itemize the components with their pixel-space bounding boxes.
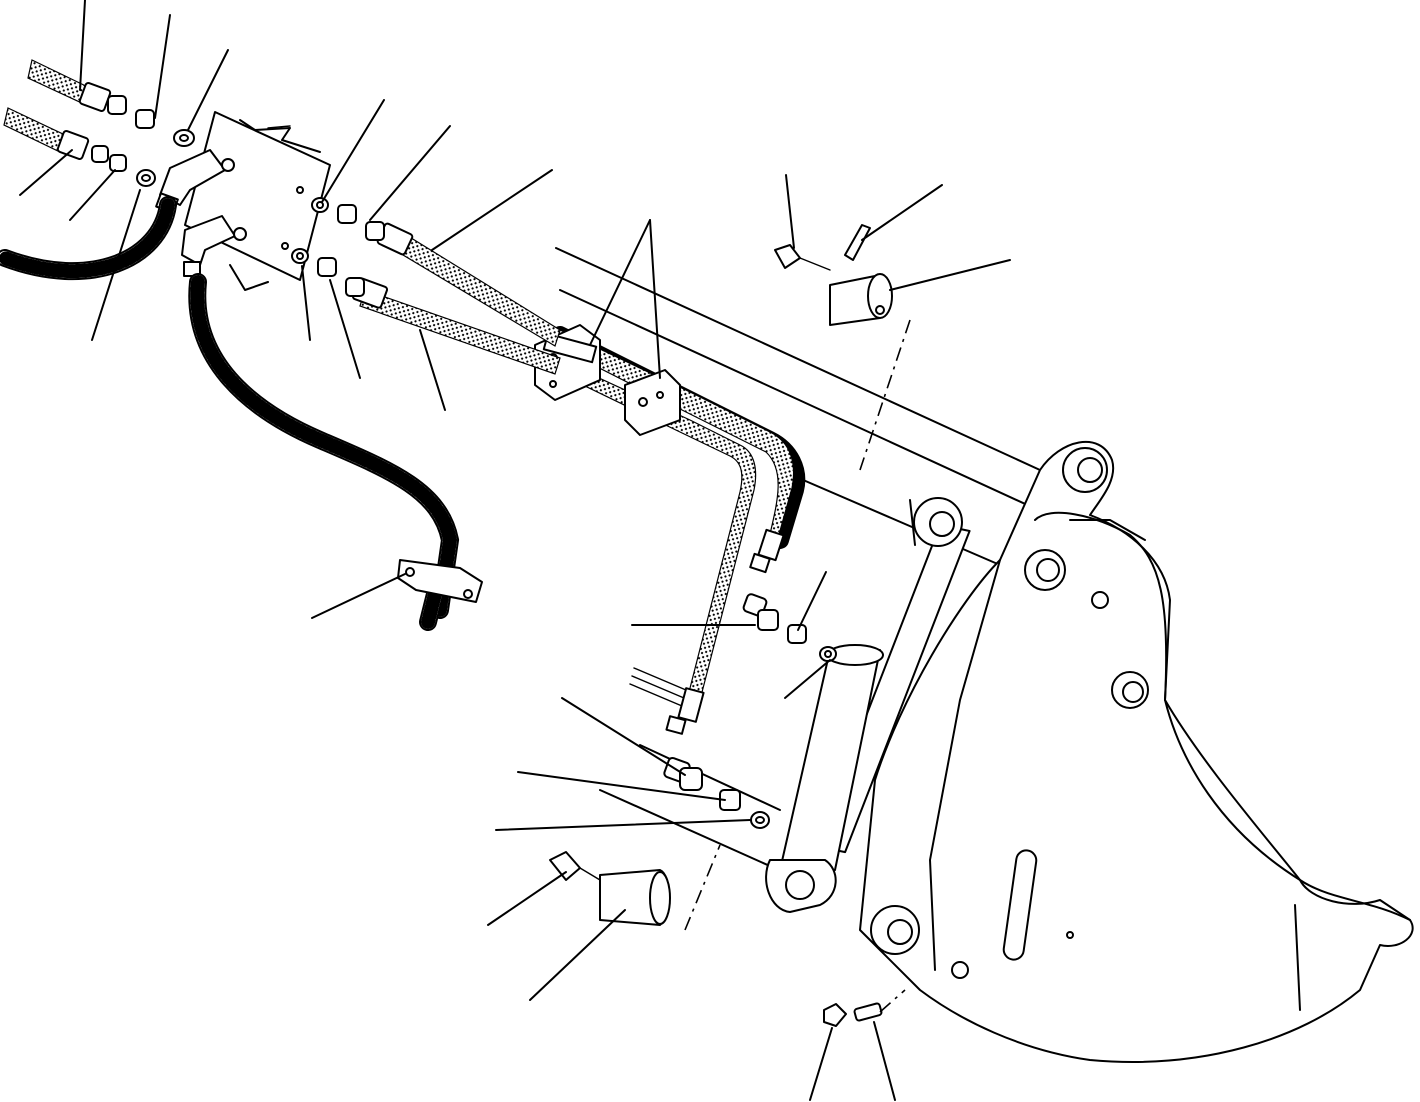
coiled-hose-left — [0, 196, 177, 281]
fittings-mid — [291, 197, 385, 297]
boom-frame-lines — [555, 247, 1061, 876]
pipe-clamp-2 — [624, 369, 681, 436]
bottom-bolt-assembly — [823, 989, 906, 1027]
hose-clamp-bracket — [397, 559, 483, 603]
upper-pin-assembly — [774, 224, 911, 471]
upper-hoses — [351, 222, 561, 375]
coiled-hose-long — [188, 273, 460, 631]
fittings-top-left — [91, 95, 195, 187]
bucket — [859, 441, 1414, 1063]
lower-pin-assembly — [549, 844, 721, 931]
bucket-cylinder — [765, 497, 971, 913]
callout-leaders — [19, 0, 1011, 1101]
input-hoses — [3, 59, 112, 160]
valve-plate — [184, 111, 331, 291]
